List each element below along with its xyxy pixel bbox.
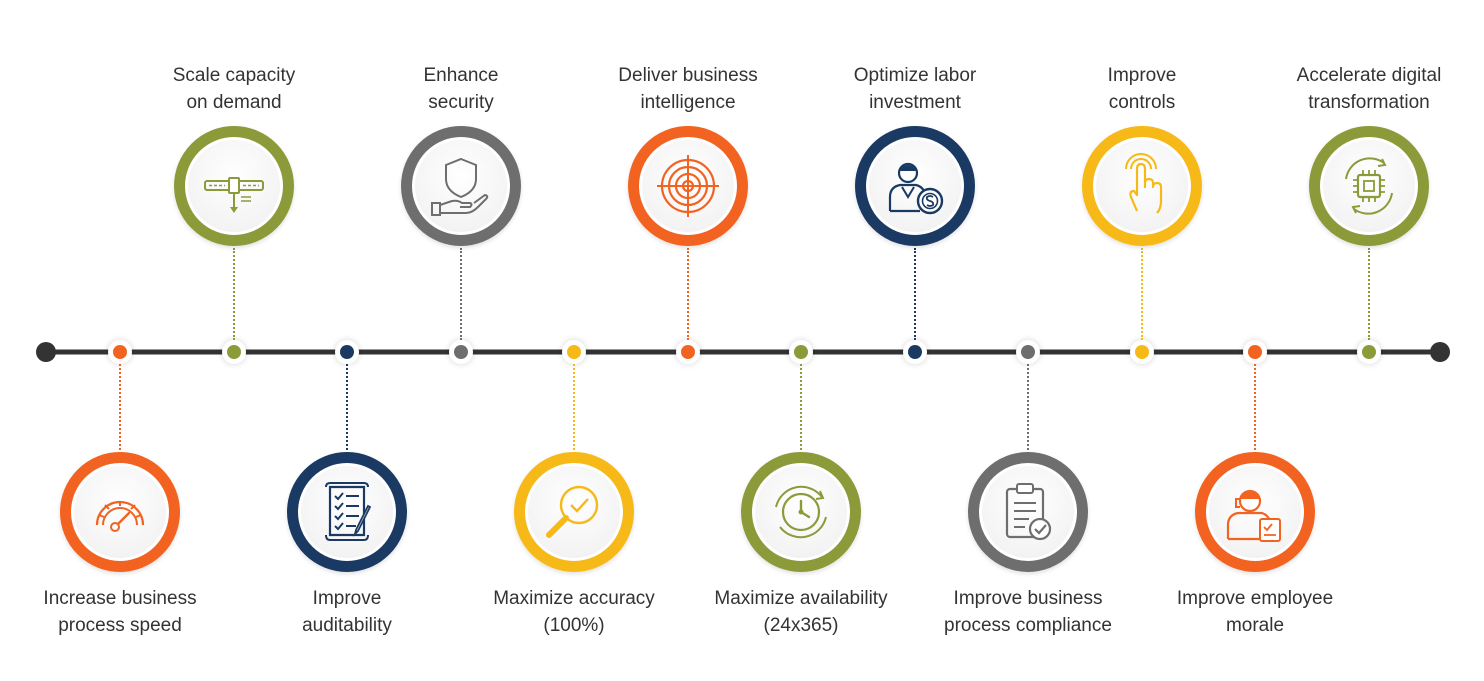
milestone-label-line: transformation <box>1308 92 1430 113</box>
milestone-label-line: intelligence <box>640 92 736 113</box>
milestone-label-line: investment <box>869 92 961 113</box>
clipboard-check-icon <box>1005 483 1052 541</box>
slider-icon <box>204 177 264 213</box>
milestone-circle-availability <box>741 452 861 572</box>
milestone-label-controls: Improve controls <box>1027 62 1257 116</box>
timeline-dot-labor-investment <box>908 345 922 359</box>
milestone-label-line: security <box>428 92 494 113</box>
timeline-dot-auditability <box>340 345 354 359</box>
milestone-label-process-speed: Increase business process speed <box>5 585 235 639</box>
milestone-label-line: Maximize availability <box>714 588 888 609</box>
milestone-label-line: on demand <box>186 92 282 113</box>
milestone-circle-business-intelligence <box>628 126 748 246</box>
milestone-label-line: Improve employee <box>1176 588 1334 609</box>
milestone-label-line: Maximize accuracy <box>493 588 655 609</box>
milestone-circle-labor-investment <box>855 126 975 246</box>
connector-auditability <box>346 364 348 454</box>
milestone-label-digital-transformation: Accelerate digital transformation <box>1254 62 1484 116</box>
milestone-circle-controls <box>1082 126 1202 246</box>
timeline-dot-employee-morale <box>1248 345 1262 359</box>
milestone-circle-compliance <box>968 452 1088 572</box>
connector-scale-capacity <box>233 248 235 340</box>
timeline-start-cap <box>36 342 56 362</box>
milestone-circle-scale-capacity <box>174 126 294 246</box>
milestone-label-line: Deliver business <box>618 65 758 86</box>
timeline-end-cap <box>1430 342 1450 362</box>
checklist-scroll-icon <box>325 482 372 541</box>
milestone-label-line: (100%) <box>543 615 605 636</box>
clock-cycle-icon <box>775 485 827 539</box>
milestone-label-security: Enhance security <box>346 62 576 116</box>
milestone-circle-accuracy <box>514 452 634 572</box>
connector-compliance <box>1027 364 1029 454</box>
milestone-label-line: process compliance <box>944 615 1112 636</box>
milestone-label-availability: Maximize availability (24x365) <box>686 585 916 639</box>
milestone-circle-security <box>401 126 521 246</box>
milestone-label-line: Improve <box>312 588 382 609</box>
milestone-label-compliance: Improve business process compliance <box>913 585 1143 639</box>
chip-cycle-icon <box>1345 157 1393 215</box>
connector-process-speed <box>119 364 121 454</box>
milestone-label-line: Improve <box>1107 65 1177 86</box>
connector-security <box>460 248 462 340</box>
timeline-dot-process-speed <box>113 345 127 359</box>
milestone-label-auditability: Improve auditability <box>232 585 462 639</box>
milestone-label-line: process speed <box>58 615 182 636</box>
connector-availability <box>800 364 802 454</box>
target-icon <box>657 155 719 217</box>
milestone-label-line: Improve business <box>953 588 1103 609</box>
magnifier-check-icon <box>546 485 599 538</box>
connector-employee-morale <box>1254 364 1256 454</box>
milestone-label-line: Increase business <box>43 588 197 609</box>
timeline-dot-accuracy <box>567 345 581 359</box>
connector-labor-investment <box>914 248 916 340</box>
milestone-label-line: (24x365) <box>763 615 839 636</box>
connector-controls <box>1141 248 1143 340</box>
timeline-dot-controls <box>1135 345 1149 359</box>
milestone-label-line: Scale capacity <box>172 65 296 86</box>
milestone-circle-auditability <box>287 452 407 572</box>
timeline-dot-compliance <box>1021 345 1035 359</box>
timeline-dot-availability <box>794 345 808 359</box>
milestone-label-line: auditability <box>302 615 392 636</box>
milestone-label-line: Accelerate digital <box>1296 65 1442 86</box>
milestone-label-line: Enhance <box>423 65 499 86</box>
milestone-label-employee-morale: Improve employee morale <box>1140 585 1370 639</box>
timeline-dot-business-intelligence <box>681 345 695 359</box>
timeline-dot-security <box>454 345 468 359</box>
connector-business-intelligence <box>687 248 689 340</box>
milestone-circle-process-speed <box>60 452 180 572</box>
employee-icon <box>1226 489 1281 542</box>
timeline-dot-digital-transformation <box>1362 345 1376 359</box>
milestone-label-labor-investment: Optimize labor investment <box>800 62 1030 116</box>
milestone-circle-digital-transformation <box>1309 126 1429 246</box>
milestone-label-business-intelligence: Deliver business intelligence <box>573 62 803 116</box>
touch-hand-icon <box>1125 153 1163 214</box>
timeline-dot-scale-capacity <box>227 345 241 359</box>
connector-accuracy <box>573 364 575 454</box>
milestone-circle-employee-morale <box>1195 452 1315 572</box>
speedometer-icon <box>95 500 145 532</box>
milestone-label-accuracy: Maximize accuracy (100%) <box>459 585 689 639</box>
milestone-label-line: Optimize labor <box>853 65 977 86</box>
shield-hand-icon <box>431 157 489 216</box>
milestone-label-line: morale <box>1225 615 1285 636</box>
connector-digital-transformation <box>1368 248 1370 340</box>
milestone-label-line: controls <box>1108 92 1176 113</box>
milestone-label-scale-capacity: Scale capacity on demand <box>119 62 349 116</box>
worker-coin-icon <box>888 162 944 215</box>
